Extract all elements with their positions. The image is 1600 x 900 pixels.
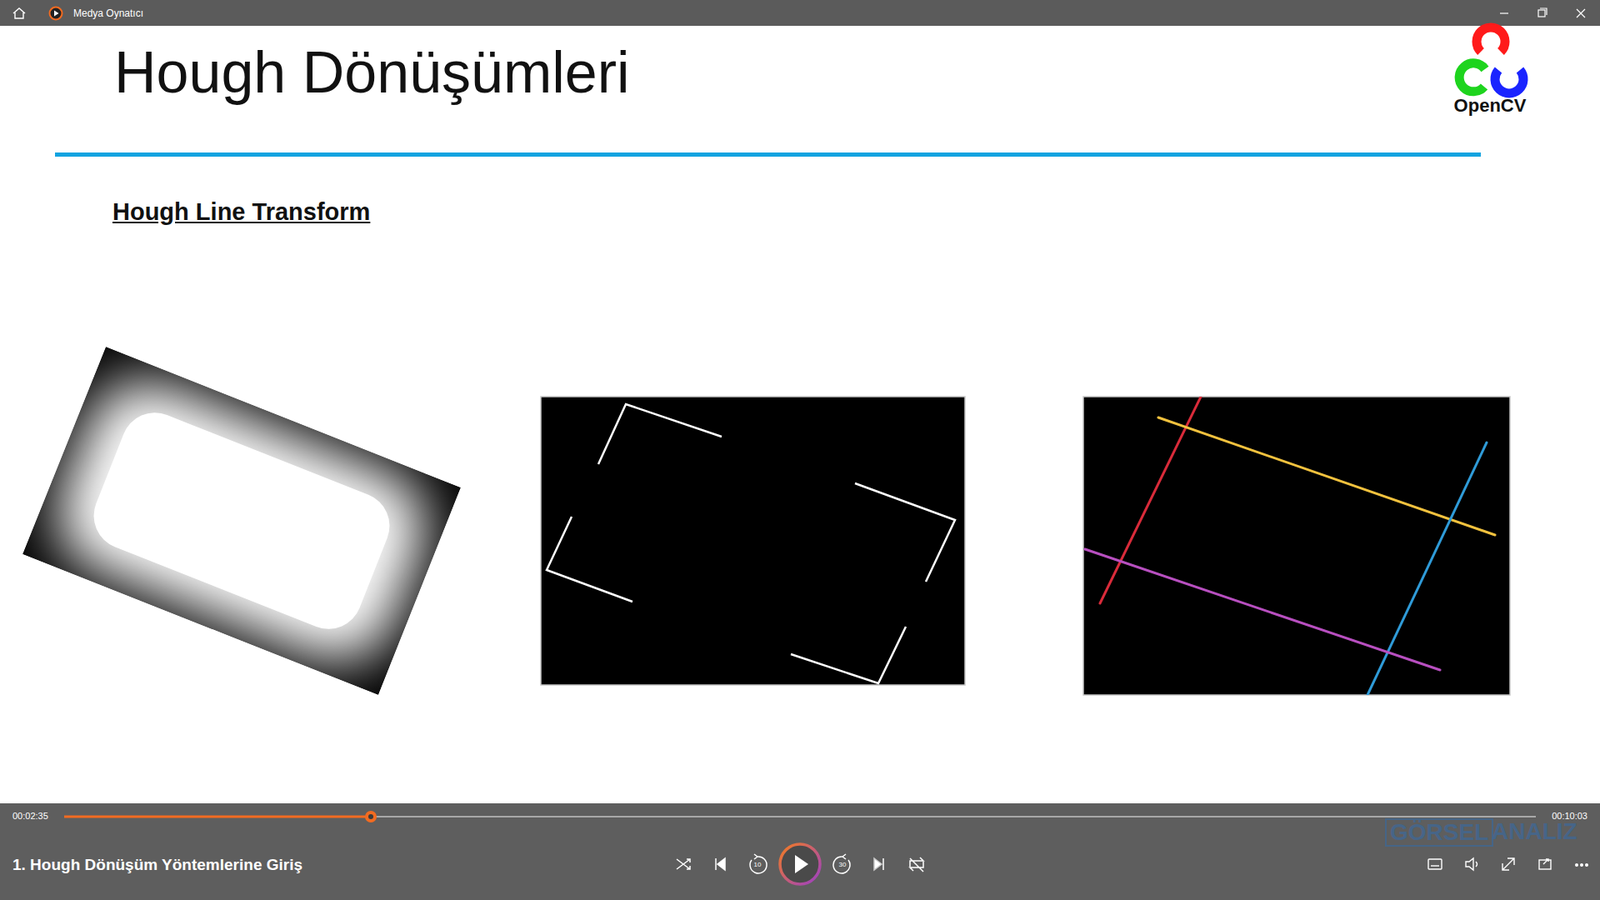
window-title: Medya Oynatıcı: [73, 8, 144, 19]
progress-bar: [64, 810, 1536, 823]
track-title: 1. Hough Dönüşüm Yöntemlerine Giriş: [12, 856, 303, 873]
section-heading: Hough Line Transform: [112, 200, 370, 225]
edge-image: [540, 396, 965, 685]
view-buttons: [1428, 858, 1588, 870]
title-rule: [55, 152, 1481, 157]
home-icon: [13, 8, 25, 19]
skip-forward-number: 30: [839, 861, 847, 869]
skip-back-number: 10: [754, 861, 762, 869]
title-bar: [0, 0, 1600, 26]
opencv-logo: [1459, 27, 1524, 94]
window-controls: [1500, 8, 1585, 18]
app-icon: [50, 7, 63, 20]
playback-buttons: [676, 844, 924, 885]
control-bar: [0, 803, 1600, 900]
input-image: [22, 346, 461, 695]
slide-title: Hough Dönüşümleri: [114, 43, 630, 102]
watermark: ANALIZ: [1491, 820, 1578, 844]
hough-lines-image: [1083, 396, 1510, 695]
watermark: GÖRSEL: [1385, 818, 1494, 847]
elapsed-time: 00:02:35: [12, 811, 49, 821]
logo-text: OpenCV: [1454, 96, 1527, 115]
